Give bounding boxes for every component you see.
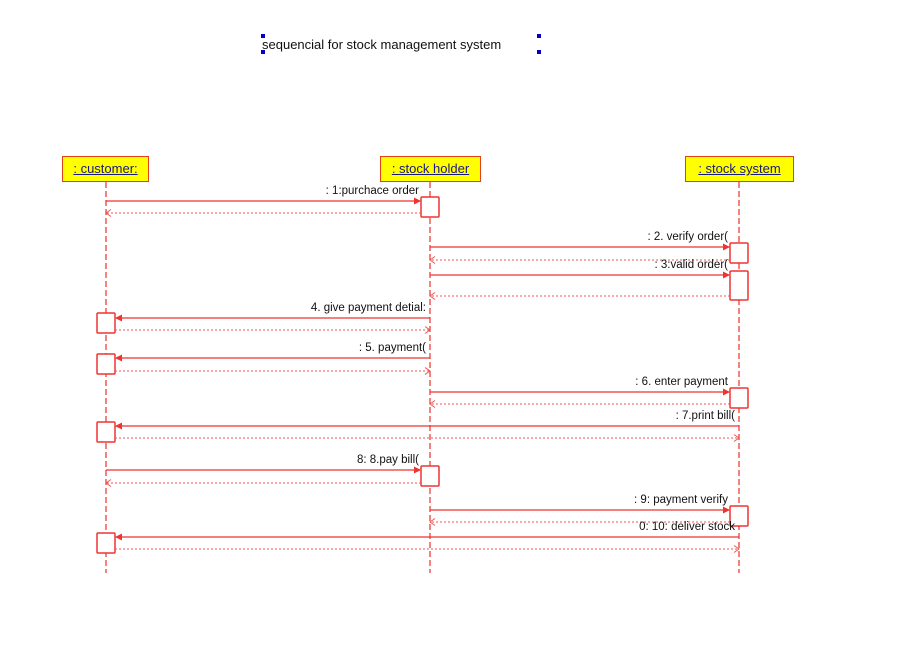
selection-handle-top-left[interactable]	[261, 34, 265, 38]
message-label[interactable]: : 1:purchace order	[326, 185, 420, 197]
message-arrowhead	[723, 271, 730, 279]
message-label[interactable]: : 6. enter payment	[635, 376, 728, 388]
selection-handle-bottom-right[interactable]	[537, 50, 541, 54]
selection-handle-top-right[interactable]	[537, 34, 541, 38]
message-arrowhead	[414, 466, 421, 474]
activation-box[interactable]	[729, 242, 749, 264]
message-arrowhead	[723, 388, 730, 396]
message-label[interactable]: : 5. payment(	[359, 342, 426, 354]
message-arrowhead	[115, 422, 122, 430]
return-arrowhead	[105, 479, 112, 487]
activation-box[interactable]	[96, 353, 116, 375]
participant-customer-label: : customer:	[73, 161, 138, 176]
diagram-title[interactable]: sequencial for stock management system	[262, 37, 502, 52]
participant-stock-system-label: : stock system	[698, 161, 781, 176]
return-arrowhead	[429, 518, 436, 526]
message-arrowhead	[723, 506, 730, 514]
activation-box[interactable]	[729, 505, 749, 527]
activation-box[interactable]	[729, 270, 749, 301]
activation-box[interactable]	[96, 532, 116, 554]
return-arrowhead	[429, 256, 436, 264]
return-arrowhead	[733, 434, 740, 442]
message-label[interactable]: : 3:valid order(	[654, 259, 728, 271]
return-arrowhead	[424, 367, 431, 375]
participant-stock-holder[interactable]: : stock holder	[380, 156, 481, 182]
message-arrowhead	[414, 197, 421, 205]
message-label[interactable]: 0: 10: deliver stock	[639, 521, 735, 533]
activation-box[interactable]	[729, 387, 749, 409]
return-arrowhead	[733, 545, 740, 553]
message-label[interactable]: : 2. verify order(	[647, 231, 728, 243]
message-label[interactable]: 4. give payment detial:	[311, 302, 426, 314]
participant-customer[interactable]: : customer:	[62, 156, 149, 182]
activation-box[interactable]	[420, 465, 440, 487]
activation-box[interactable]	[96, 312, 116, 334]
participant-stock-system[interactable]: : stock system	[685, 156, 794, 182]
message-arrowhead	[115, 533, 122, 541]
selection-handle-bottom-left[interactable]	[261, 50, 265, 54]
return-arrowhead	[429, 400, 436, 408]
message-label[interactable]: : 9: payment verify	[634, 494, 728, 506]
activation-box[interactable]	[96, 421, 116, 443]
message-label[interactable]: : 7.print bill(	[676, 410, 736, 422]
message-arrowhead	[115, 354, 122, 362]
participant-stock-holder-label: : stock holder	[391, 161, 470, 176]
message-label[interactable]: 8: 8.pay bill(	[357, 454, 419, 466]
return-arrowhead	[105, 209, 112, 217]
message-arrowhead	[723, 243, 730, 251]
message-arrowhead	[115, 314, 122, 322]
return-arrowhead	[429, 292, 436, 300]
return-arrowhead	[424, 326, 431, 334]
activation-box[interactable]	[420, 196, 440, 218]
